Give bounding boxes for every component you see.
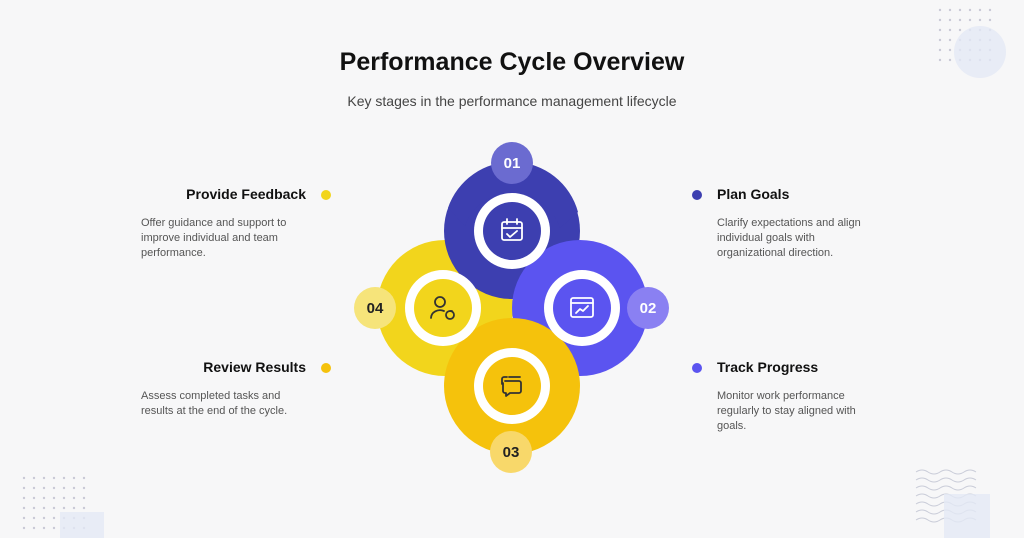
step-description: Offer guidance and support to improve in…	[141, 217, 287, 259]
user-sync-icon	[430, 296, 455, 320]
badge-03-label: 03	[503, 444, 520, 461]
page-title: Performance Cycle Overview	[339, 48, 685, 76]
step-title: Review Results	[203, 359, 306, 375]
badge-02: 02	[627, 287, 669, 329]
step-title: Plan Goals	[717, 186, 790, 202]
soft-circle-top-right	[954, 26, 1006, 78]
node-02	[544, 270, 620, 346]
bullet-track-progress	[692, 363, 702, 373]
soft-square-bottom-left	[60, 512, 104, 538]
badge-01: 01	[491, 142, 533, 184]
node-03	[474, 348, 550, 424]
step-provide-feedback: Provide Feedback	[140, 186, 306, 202]
calendar-check-icon	[501, 218, 523, 241]
step-track-progress: Track Progress	[717, 359, 818, 375]
step-description: Assess completed tasks and results at th…	[141, 390, 288, 417]
step-description: Clarify expectations and align individua…	[717, 217, 861, 259]
badge-03: 03	[490, 431, 532, 473]
badge-01-label: 01	[504, 155, 521, 172]
soft-square-bottom-right	[944, 494, 990, 538]
bullet-review-results	[321, 363, 331, 373]
ring-01-overlap	[448, 161, 578, 228]
step-description: Monitor work performance regularly to st…	[717, 390, 856, 432]
badge-02-label: 02	[640, 300, 657, 317]
chat-bubbles-icon	[501, 376, 522, 397]
chart-window-icon	[570, 297, 594, 318]
step-plan-goals: Plan Goals	[717, 186, 789, 202]
step-title: Provide Feedback	[186, 186, 306, 202]
step-title: Track Progress	[717, 359, 819, 375]
node-01	[474, 193, 550, 269]
node-04	[405, 270, 481, 346]
bullet-plan-goals	[692, 190, 702, 200]
bullet-provide-feedback	[321, 190, 331, 200]
page-subtitle: Key stages in the performance management…	[347, 93, 677, 109]
step-review-results: Review Results	[140, 359, 306, 375]
badge-04-label: 04	[367, 300, 384, 317]
badge-04: 04	[354, 287, 396, 329]
